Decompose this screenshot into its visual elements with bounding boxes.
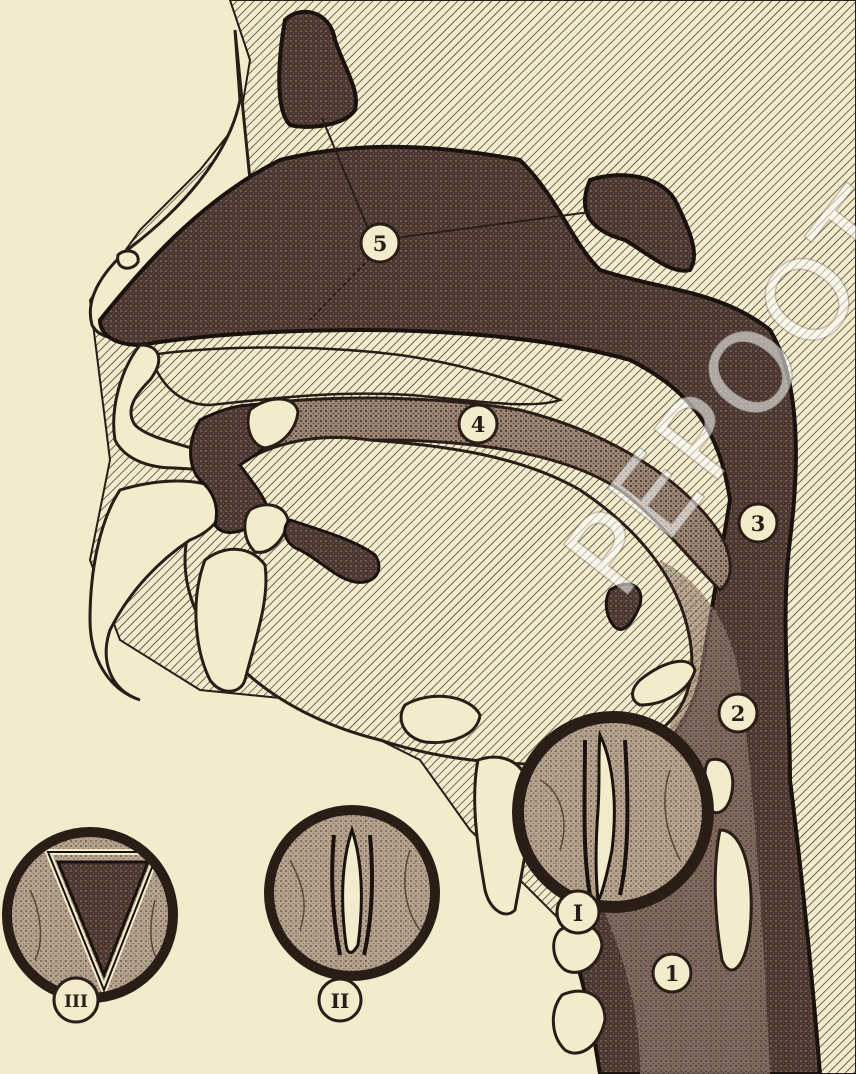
- label-4-text: 4: [471, 412, 486, 437]
- label-2-callout: 2: [719, 694, 757, 732]
- label-2-text: 2: [731, 701, 746, 726]
- inset-view-2: [269, 810, 435, 976]
- inset-view-3: [7, 832, 173, 998]
- label-3-callout: 3: [739, 504, 777, 542]
- inset-label-III-callout: III: [54, 978, 98, 1022]
- inset-label-I-callout: I: [557, 891, 599, 933]
- label-1-text: 1: [665, 961, 680, 986]
- inset-view-1: [518, 717, 708, 907]
- inset-label-I-text: I: [573, 901, 583, 927]
- inset-label-II-callout: II: [319, 979, 361, 1021]
- label-5-text: 5: [373, 231, 388, 256]
- inset-label-II-text: II: [331, 989, 350, 1013]
- label-4-callout: 4: [459, 405, 497, 443]
- label-3-text: 3: [751, 511, 766, 536]
- nostril: [118, 251, 139, 268]
- label-5-callout: 5: [361, 224, 399, 262]
- label-1-callout: 1: [653, 954, 691, 992]
- inset-label-III-text: III: [64, 992, 88, 1012]
